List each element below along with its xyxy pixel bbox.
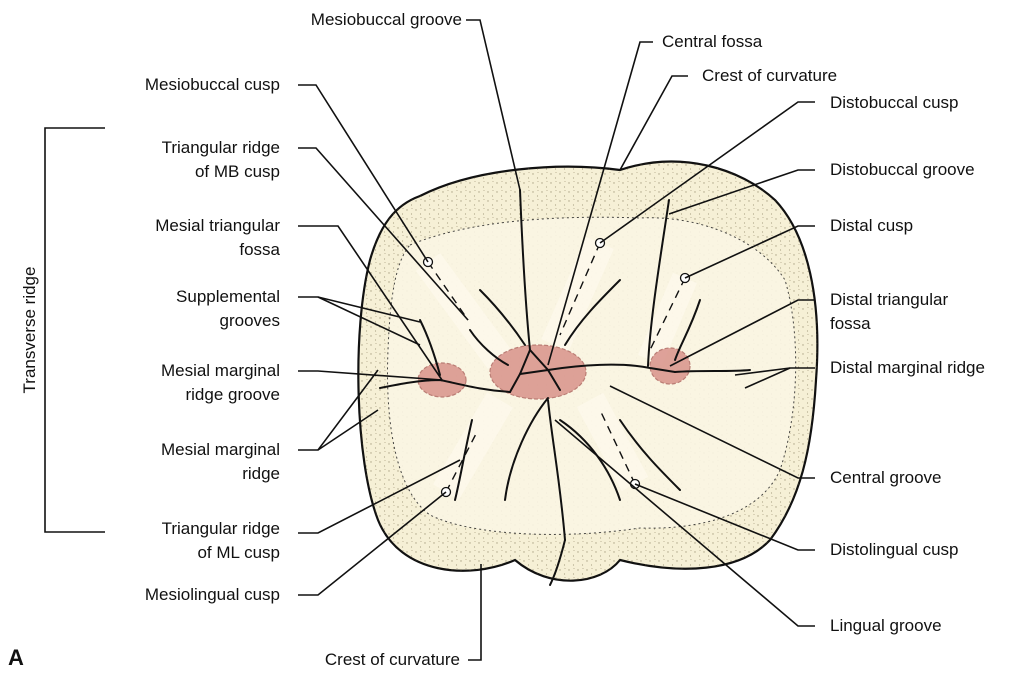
label-supplemental-grooves-line2: grooves: [80, 309, 280, 333]
label-crest-of-curvature-top: Crest of curvature: [702, 64, 837, 88]
label-distobuccal-groove: Distobuccal groove: [830, 158, 975, 182]
label-distal-triangular-fossa: Distal triangular fossa: [830, 288, 948, 336]
panel-letter: A: [8, 645, 24, 671]
label-mesiobuccal-cusp: Mesiobuccal cusp: [80, 73, 280, 97]
label-crest-of-curvature-bottom: Crest of curvature: [220, 648, 460, 672]
label-mesial-triangular-fossa: Mesial triangular fossa: [80, 214, 280, 262]
label-lingual-groove: Lingual groove: [830, 614, 942, 638]
label-triangular-ridge-mb-line2: of MB cusp: [80, 160, 280, 184]
label-distal-triangular-fossa-line1: Distal triangular: [830, 288, 948, 312]
label-triangular-ridge-mb: Triangular ridge of MB cusp: [80, 136, 280, 184]
label-mesiolingual-cusp: Mesiolingual cusp: [80, 583, 280, 607]
label-distolingual-cusp: Distolingual cusp: [830, 538, 959, 562]
label-mmr-groove-line2: ridge groove: [80, 383, 280, 407]
label-distal-triangular-fossa-line2: fossa: [830, 312, 948, 336]
label-mesiobuccal-groove: Mesiobuccal groove: [264, 8, 462, 32]
label-mmr-groove-line1: Mesial marginal: [80, 359, 280, 383]
label-supplemental-grooves-line1: Supplemental: [80, 285, 280, 309]
label-mesial-marginal-ridge: Mesial marginal ridge: [80, 438, 280, 486]
label-distobuccal-cusp: Distobuccal cusp: [830, 91, 959, 115]
label-mmr-line2: ridge: [80, 462, 280, 486]
label-central-groove: Central groove: [830, 466, 942, 490]
label-distal-cusp: Distal cusp: [830, 214, 913, 238]
label-transverse-ridge: Transverse ridge: [20, 267, 40, 394]
label-supplemental-grooves: Supplemental grooves: [80, 285, 280, 333]
label-distal-marginal-ridge: Distal marginal ridge: [830, 356, 985, 380]
label-triangular-ridge-ml-line1: Triangular ridge: [80, 517, 280, 541]
label-mesial-marginal-ridge-groove: Mesial marginal ridge groove: [80, 359, 280, 407]
label-mesial-triangular-fossa-line1: Mesial triangular: [80, 214, 280, 238]
label-mmr-line1: Mesial marginal: [80, 438, 280, 462]
label-triangular-ridge-mb-line1: Triangular ridge: [80, 136, 280, 160]
label-triangular-ridge-ml-line2: of ML cusp: [80, 541, 280, 565]
label-central-fossa: Central fossa: [662, 30, 762, 54]
label-triangular-ridge-ml: Triangular ridge of ML cusp: [80, 517, 280, 565]
label-mesial-triangular-fossa-line2: fossa: [80, 238, 280, 262]
